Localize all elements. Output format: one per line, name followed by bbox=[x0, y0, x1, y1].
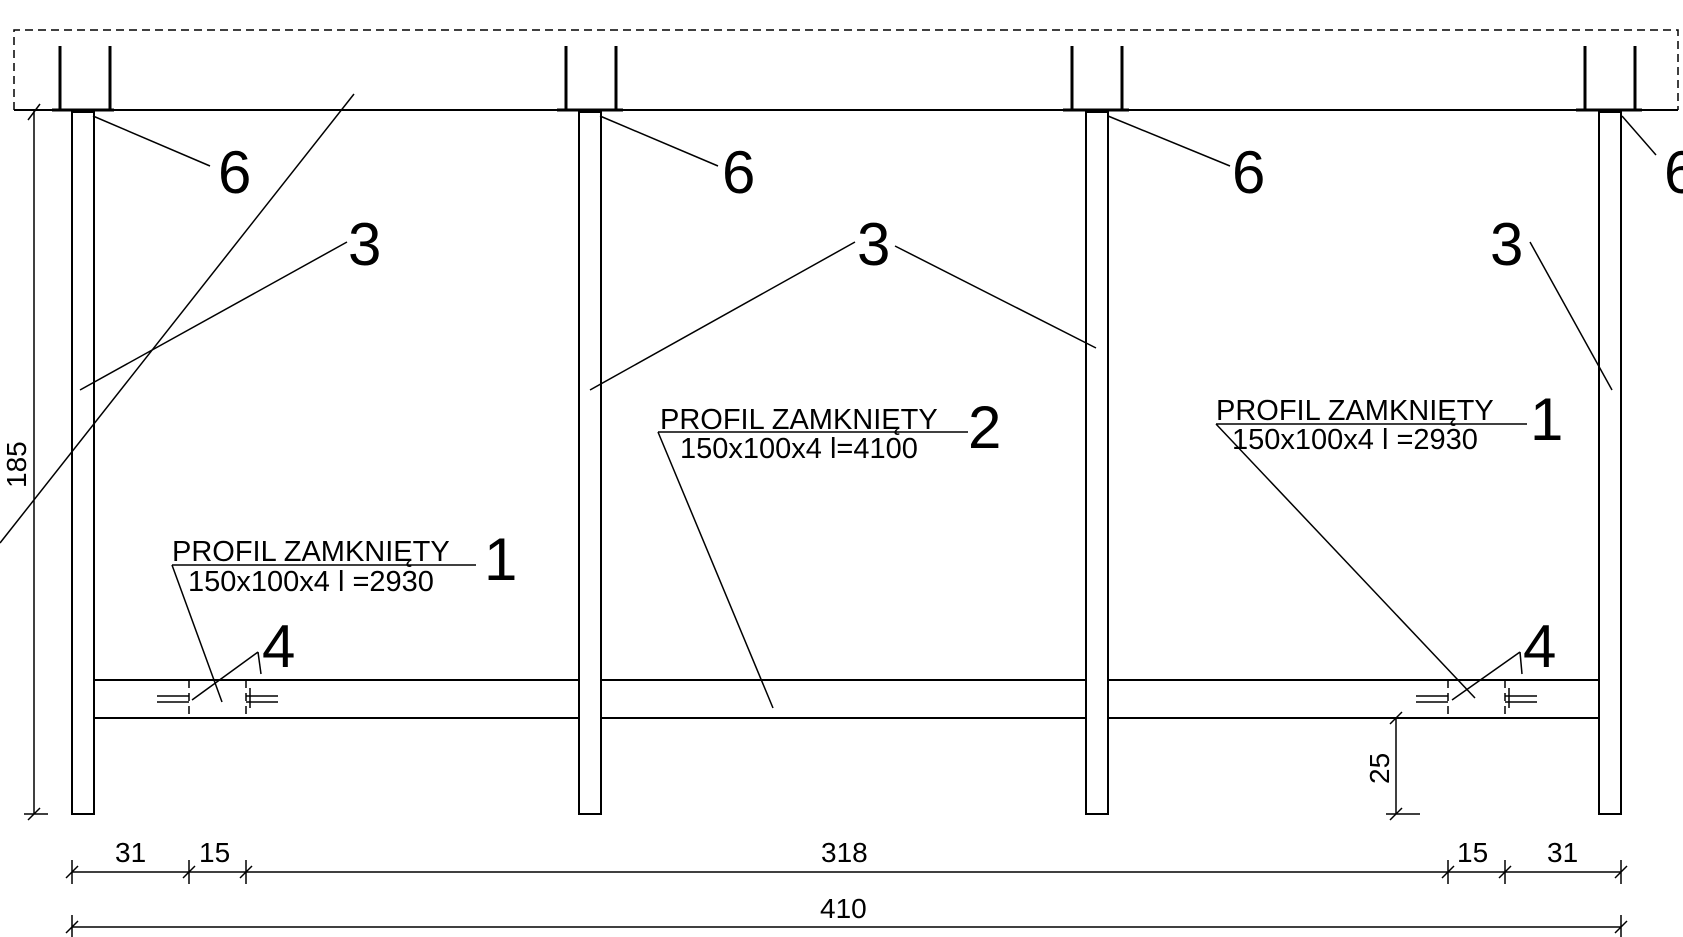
anchor-plates bbox=[52, 46, 1642, 112]
callout-2-mid: 2 bbox=[968, 394, 1001, 461]
splice-right bbox=[1416, 680, 1537, 718]
anchor-plate-2 bbox=[557, 46, 623, 112]
callout-4-left: 4 bbox=[262, 613, 295, 680]
dim-31-left: 31 bbox=[115, 837, 146, 868]
dim-height-total: 185 bbox=[1, 441, 32, 488]
column-1 bbox=[71, 111, 95, 815]
callout-3-3: 3 bbox=[1490, 211, 1523, 278]
leader-lines bbox=[79, 115, 1657, 709]
callout-6-2: 6 bbox=[722, 139, 755, 206]
callout-4-right: 4 bbox=[1523, 613, 1556, 680]
profile-underlines bbox=[172, 423, 1527, 566]
callout-3-1: 3 bbox=[348, 211, 381, 278]
dim-318: 318 bbox=[821, 837, 868, 868]
anchor-plate-1 bbox=[52, 46, 114, 112]
dimension-values: 185 25 31 15 318 15 31 410 bbox=[1, 441, 1578, 924]
callout-6-4: 6 bbox=[1664, 139, 1683, 206]
callout-6-3: 6 bbox=[1232, 139, 1265, 206]
anchor-plate-4 bbox=[1576, 46, 1642, 112]
dim-15-left: 15 bbox=[199, 837, 230, 868]
profile-mid-line2: 150x100x4 l=4100 bbox=[680, 433, 918, 465]
callout-1-left: 1 bbox=[484, 526, 517, 593]
profile-left-line2: 150x100x4 l =2930 bbox=[188, 566, 434, 598]
column-2 bbox=[578, 111, 602, 815]
top-slab bbox=[13, 29, 1679, 111]
column-3 bbox=[1085, 111, 1109, 815]
profile-labels: PROFIL ZAMKNIĘTY 150x100x4 l =2930 PROFI… bbox=[172, 395, 1494, 598]
dim-15-right: 15 bbox=[1457, 837, 1488, 868]
dimension-lines bbox=[24, 103, 1628, 937]
profile-left-line1: PROFIL ZAMKNIĘTY bbox=[172, 536, 450, 568]
splice-joints bbox=[157, 680, 1537, 718]
dim-410: 410 bbox=[820, 893, 867, 924]
callout-numbers: 6 6 6 6 3 3 3 1 2 1 4 4 bbox=[218, 139, 1683, 680]
horizontal-beam bbox=[94, 679, 1599, 719]
columns bbox=[71, 111, 1622, 815]
profile-right-line1: PROFIL ZAMKNIĘTY bbox=[1216, 395, 1494, 427]
profile-right-line2: 150x100x4 l =2930 bbox=[1232, 424, 1478, 456]
callout-3-2: 3 bbox=[857, 211, 890, 278]
callout-6-1: 6 bbox=[218, 139, 251, 206]
profile-mid-line1: PROFIL ZAMKNIĘTY bbox=[660, 404, 938, 436]
splice-left bbox=[157, 680, 278, 718]
callout-1-right: 1 bbox=[1530, 386, 1563, 453]
column-4 bbox=[1598, 111, 1622, 815]
dim-height-beam: 25 bbox=[1364, 753, 1395, 784]
anchor-plate-3 bbox=[1063, 46, 1129, 112]
diagonal-section-line bbox=[0, 93, 355, 544]
dim-31-right: 31 bbox=[1547, 837, 1578, 868]
